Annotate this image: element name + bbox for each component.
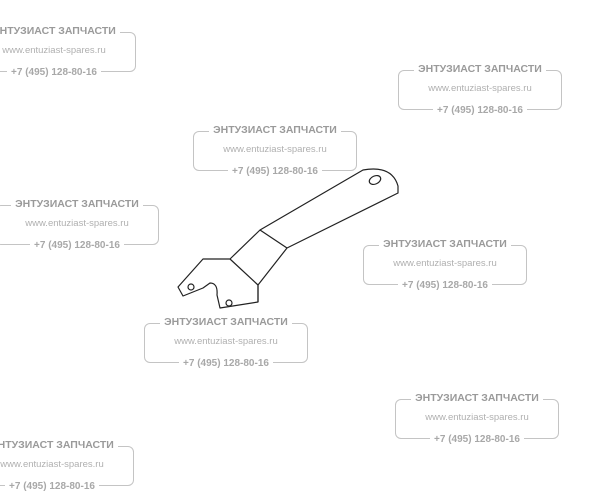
hang-hole-icon [368,174,382,186]
watermark-url: www.entuziast-spares.ru [174,336,278,347]
watermark-url: www.entuziast-spares.ru [428,83,532,94]
watermark: ЭНТУЗИАСТ ЗАПЧАСТИ www.entuziast-spares.… [144,316,308,369]
watermark: ЭНТУЗИАСТ ЗАПЧАСТИ www.entuziast-spares.… [363,238,527,291]
wrench-handle-fold [229,229,288,302]
watermark-title: ЭНТУЗИАСТ ЗАПЧАСТИ [0,439,118,451]
pin-icon [225,299,233,307]
watermark-title: ЭНТУЗИАСТ ЗАПЧАСТИ [209,124,341,136]
watermark-phone: +7 (495) 128-80-16 [228,166,322,177]
watermark-url: www.entuziast-spares.ru [223,144,327,155]
pin-icon [187,283,195,291]
watermark-phone: +7 (495) 128-80-16 [398,280,492,291]
watermark-title: ЭНТУЗИАСТ ЗАПЧАСТИ [411,392,543,404]
watermark-phone: +7 (495) 128-80-16 [430,434,524,445]
watermark-url: www.entuziast-spares.ru [2,45,106,56]
watermark: ЭНТУЗИАСТ ЗАПЧАСТИ www.entuziast-spares.… [398,63,562,116]
watermark-title: ЭНТУЗИАСТ ЗАПЧАСТИ [160,316,292,328]
watermark: ЭНТУЗИАСТ ЗАПЧАСТИ www.entuziast-spares.… [0,198,159,251]
watermark-url: www.entuziast-spares.ru [0,459,104,470]
watermark: ЭНТУЗИАСТ ЗАПЧАСТИ www.entuziast-spares.… [193,124,357,177]
watermark: ЭНТУЗИАСТ ЗАПЧАСТИ www.entuziast-spares.… [0,25,136,78]
watermark-url: www.entuziast-spares.ru [25,218,129,229]
pin-wrench-drawing [177,168,399,309]
watermark-phone: +7 (495) 128-80-16 [30,240,124,251]
watermark-phone: +7 (495) 128-80-16 [7,67,101,78]
watermark-url: www.entuziast-spares.ru [393,258,497,269]
watermark-title: ЭНТУЗИАСТ ЗАПЧАСТИ [0,25,120,37]
watermark-phone: +7 (495) 128-80-16 [179,358,273,369]
watermark-phone: +7 (495) 128-80-16 [5,481,99,492]
watermark-url: www.entuziast-spares.ru [425,412,529,423]
wrench-outline [177,168,399,309]
watermark-title: ЭНТУЗИАСТ ЗАПЧАСТИ [379,238,511,250]
watermark-title: ЭНТУЗИАСТ ЗАПЧАСТИ [11,198,143,210]
watermark: ЭНТУЗИАСТ ЗАПЧАСТИ www.entuziast-spares.… [0,439,134,492]
watermark: ЭНТУЗИАСТ ЗАПЧАСТИ www.entuziast-spares.… [395,392,559,445]
watermark-title: ЭНТУЗИАСТ ЗАПЧАСТИ [414,63,546,75]
watermark-phone: +7 (495) 128-80-16 [433,105,527,116]
